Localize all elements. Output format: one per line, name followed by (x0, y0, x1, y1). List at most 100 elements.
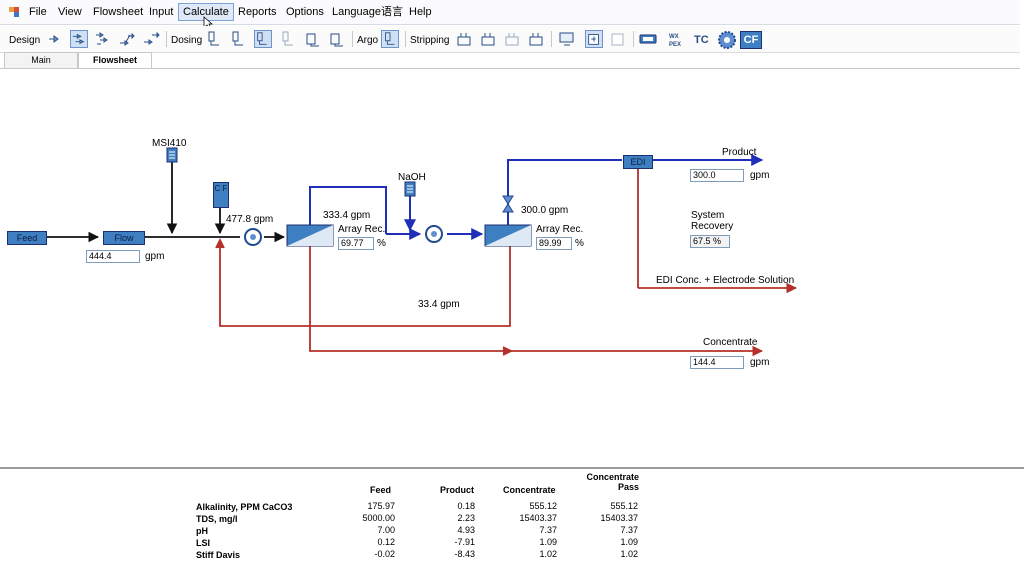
stripping-feed-icon[interactable] (455, 30, 473, 48)
app-icon (9, 7, 19, 17)
design-permeate-staged-icon[interactable] (142, 30, 160, 48)
menu-reports[interactable]: Reports (238, 6, 277, 18)
cell-feed: 5000.00 (362, 513, 395, 523)
concentrate-unit: gpm (750, 357, 770, 368)
argo-dosing-icon[interactable] (381, 30, 399, 48)
design-single-stage-icon[interactable] (46, 30, 64, 48)
header-concentrate: Concentrate (503, 485, 556, 495)
stage-1-recovery-input[interactable]: 69.77 (338, 237, 374, 250)
row-label: TDS, mg/l (196, 514, 238, 524)
flowsheet-canvas (46, 147, 798, 357)
menu-options[interactable]: Options (286, 6, 324, 18)
header-concentrate-pass: Concentrate Pass (586, 472, 639, 492)
cell-product: 4.93 (457, 525, 475, 535)
stripping-concentrate-icon[interactable] (527, 30, 545, 48)
menu-view[interactable]: View (58, 6, 82, 18)
product-value-input[interactable]: 300.0 (690, 169, 744, 182)
stage-1-recovery-label: Array Rec. (338, 224, 386, 235)
flow-unit: gpm (145, 251, 165, 262)
edi-concentrate-label: EDI Conc. + Electrode Solution (656, 275, 795, 286)
product-unit: gpm (750, 170, 770, 181)
toolbar-separator (352, 31, 353, 47)
svg-text:PEX: PEX (669, 42, 681, 48)
stage-1-recovery-unit: % (377, 238, 386, 249)
tab-divider (0, 68, 1020, 69)
valve-icon[interactable] (502, 195, 514, 213)
menu-flowsheet[interactable]: Flowsheet (93, 6, 144, 18)
naoh-label: NaOH (398, 172, 426, 183)
cell-concentrate: 555.12 (529, 501, 557, 511)
stripping-permeate-icon[interactable] (479, 30, 497, 48)
cf-unit-box[interactable]: C F (213, 182, 229, 208)
dosing-chlorine-icon[interactable] (304, 30, 322, 48)
cf-button[interactable]: CF (740, 31, 762, 49)
results-divider (0, 467, 1024, 469)
membrane-stage-2[interactable] (484, 224, 532, 247)
cell-feed: 7.00 (377, 525, 395, 535)
dosing-permeate-icon[interactable] (328, 30, 346, 48)
cell-pass: 1.09 (620, 537, 638, 547)
export-icon[interactable] (585, 30, 603, 48)
toolbar-separator (405, 31, 406, 47)
msi410-tank-icon[interactable] (166, 147, 178, 163)
monitor-icon[interactable] (558, 30, 576, 48)
design-three-stage-icon[interactable] (94, 30, 112, 48)
tc-button[interactable]: TC (694, 34, 709, 46)
pump-1-icon[interactable] (244, 228, 262, 246)
cell-pass: 555.12 (610, 501, 638, 511)
stripping-interpass-icon[interactable] (503, 30, 521, 48)
menu-bar: File View Flowsheet Input Calculate Repo… (0, 0, 1020, 30)
module-icon[interactable] (639, 30, 657, 48)
menu-input[interactable]: Input (149, 6, 174, 18)
export-disabled-icon[interactable] (609, 30, 627, 48)
stage-2-recovery-label: Array Rec. (536, 224, 584, 235)
feed-node[interactable]: Feed (7, 231, 47, 245)
concentrate-value-input[interactable]: 144.4 (690, 356, 744, 369)
concentrate-line (215, 168, 798, 357)
temperature-gear-icon[interactable] (717, 30, 737, 50)
dosing-inter-stage-icon[interactable] (254, 30, 272, 48)
cell-product: -7.91 (454, 537, 475, 547)
cell-concentrate: 7.37 (539, 525, 557, 535)
system-recovery-label-2: Recovery (691, 221, 734, 232)
dosing-antiscalant-icon[interactable] (280, 30, 298, 48)
cell-product: 0.18 (457, 501, 475, 511)
cell-pass: 7.37 (620, 525, 638, 535)
system-recovery-value: 67.5 % (690, 235, 730, 248)
stage-2-recovery-unit: % (575, 238, 584, 249)
dosing-label: Dosing (171, 35, 203, 46)
cell-product: -8.43 (454, 549, 475, 559)
system-recovery-label-1: System (691, 210, 725, 221)
menu-file[interactable]: File (29, 6, 47, 18)
toolbar-separator (166, 31, 167, 47)
water-ion-icon[interactable]: WX PEX (668, 30, 686, 48)
flow-value-input[interactable]: 444.4 (86, 250, 140, 263)
edi-unit-box[interactable]: EDI (623, 155, 653, 169)
stage-2-flow-label: 300.0 gpm (521, 205, 569, 216)
toolbar-separator (551, 31, 552, 47)
stage-1-flow-label: 333.4 gpm (323, 210, 371, 221)
dosing-base-icon[interactable] (230, 30, 248, 48)
stripping-label: Stripping (410, 35, 450, 46)
pump-2-icon[interactable] (425, 225, 443, 243)
recycle-flow-label: 33.4 gpm (418, 299, 460, 310)
tab-flowsheet[interactable]: Flowsheet (78, 52, 152, 69)
menu-help[interactable]: Help (409, 6, 432, 18)
feed-line (46, 162, 286, 243)
tab-main[interactable]: Main (4, 52, 78, 68)
design-two-stage-icon[interactable] (70, 30, 88, 48)
cell-pass: 1.02 (620, 549, 638, 559)
row-label: pH (196, 526, 208, 536)
flow-node[interactable]: Flow (103, 231, 145, 245)
membrane-stage-1[interactable] (286, 224, 334, 247)
product-label: Product (722, 147, 757, 158)
stage-2-recovery-input[interactable]: 89.99 (536, 237, 572, 250)
dosing-acid-icon[interactable] (206, 30, 224, 48)
cell-concentrate: 15403.37 (519, 513, 557, 523)
menu-language[interactable]: Language语言 (332, 6, 403, 18)
cell-concentrate: 1.02 (539, 549, 557, 559)
design-recycle-icon[interactable] (118, 30, 136, 48)
svg-text:WX: WX (669, 34, 679, 40)
naoh-tank-icon[interactable] (404, 181, 416, 197)
